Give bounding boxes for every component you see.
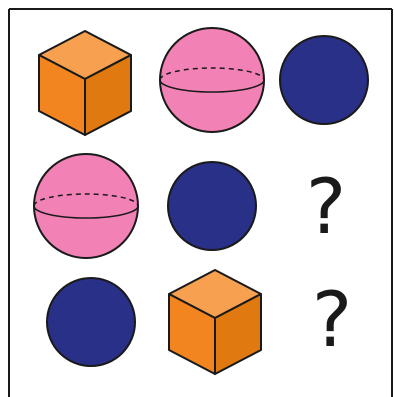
sphere-shape <box>34 154 138 258</box>
cube-shape <box>169 270 261 374</box>
circle-shape <box>168 162 256 250</box>
circle-shape <box>47 278 135 366</box>
sphere-shape <box>160 28 264 132</box>
circle-shape <box>280 36 368 124</box>
question-mark-cell: ? <box>306 169 346 245</box>
question-mark-cell: ? <box>312 282 352 358</box>
cube-shape <box>39 31 131 135</box>
